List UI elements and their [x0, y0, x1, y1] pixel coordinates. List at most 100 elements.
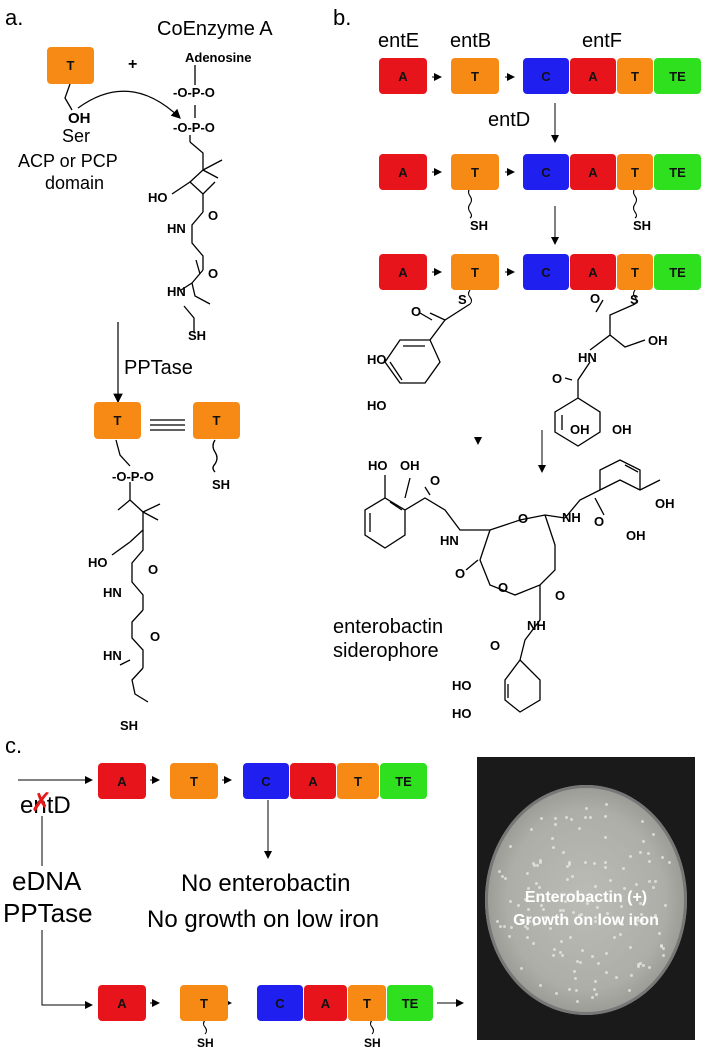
c-row2-t2: T [348, 985, 386, 1021]
b-sh2: SH [633, 218, 651, 233]
colony-speck [634, 923, 638, 927]
c-row2-a2: A [304, 985, 347, 1021]
colony-speck [554, 823, 558, 827]
colony-speck [572, 910, 576, 914]
carrier-domain-t: T [47, 47, 94, 84]
b-row1-ente-a: A [379, 58, 427, 94]
colony-speck [507, 934, 511, 938]
c-row1-t2: T [337, 763, 379, 799]
ent-o2: O [518, 511, 528, 526]
b-row2-entf-c: C [523, 154, 569, 190]
colony-speck [535, 881, 539, 885]
colony-speck [648, 880, 652, 884]
b-o2: O [590, 291, 600, 306]
panel-c-wavy-links [202, 1019, 375, 1035]
colony-speck [597, 962, 601, 966]
colony-speck [583, 861, 587, 865]
colony-speck [651, 885, 655, 889]
colony-speck [647, 859, 651, 863]
colony-speck [527, 919, 531, 923]
colony-speck [535, 863, 539, 867]
acp-pcp-label-line1: ACP or PCP [18, 151, 118, 171]
hydroxyl-label: OH [68, 110, 91, 127]
colony-speck [603, 836, 607, 840]
c-row2-a: A [98, 985, 146, 1021]
b-row3-entf-a: A [570, 254, 616, 290]
ent-oh2: OH [655, 496, 675, 511]
b-row2-entf-a: A [570, 154, 616, 190]
b-row2-entb-t: T [451, 154, 499, 190]
colony-speck [543, 915, 547, 919]
colony-speck [595, 992, 599, 996]
colony-speck [630, 973, 634, 977]
enterobactin-structure [364, 459, 661, 713]
colony-speck [531, 861, 535, 865]
colony-speck [583, 816, 587, 820]
ent-hn1: HN [440, 533, 459, 548]
colony-speck [628, 946, 632, 950]
colony-speck [653, 879, 657, 883]
colony-speck [575, 999, 579, 1003]
coa-o1: -O-P-O [173, 85, 215, 100]
colony-speck [571, 875, 575, 879]
b-oh1: OH [648, 333, 668, 348]
colony-speck [524, 898, 528, 902]
arm-o2: O [150, 629, 160, 644]
colony-speck [604, 951, 608, 955]
colony-speck [549, 926, 553, 930]
colony-speck [567, 862, 571, 866]
colony-speck [503, 925, 507, 929]
colony-speck [593, 861, 597, 865]
colony-speck [616, 920, 620, 924]
arm-hn2: HN [103, 648, 122, 663]
b-row3-entf-t: T [617, 254, 653, 290]
colony-speck [636, 963, 640, 967]
ent-oh1: OH [400, 458, 420, 473]
colony-speck [560, 940, 564, 944]
colony-speck [560, 954, 564, 958]
colony-speck [604, 814, 608, 818]
entd-knockout-prefix: e [20, 792, 34, 819]
c-row1-a2: A [290, 763, 336, 799]
colony-speck [526, 887, 530, 891]
colony-speck [558, 950, 562, 954]
attack-arrow [77, 90, 181, 119]
b-row1-entf-a: A [570, 58, 616, 94]
colony-speck [559, 908, 563, 912]
ent-o4: O [455, 566, 465, 581]
b-oh2: OH [570, 422, 590, 437]
dhb-ser-right [554, 299, 646, 447]
colony-speck [568, 860, 572, 864]
edna-label-line1: eDNA [12, 866, 82, 896]
colony-speck [539, 859, 543, 863]
panel-b-wavy-links [467, 187, 638, 305]
c-row2-t: T [180, 985, 228, 1021]
colony-speck [618, 932, 622, 936]
arm-sh: SH [120, 718, 138, 733]
colony-speck [569, 936, 573, 940]
b-row1-entf-c: C [523, 58, 569, 94]
holo-domain-t-left: T [94, 402, 141, 439]
no-enterobactin-text: No enterobactin [181, 870, 351, 897]
colony-speck [517, 903, 521, 907]
colony-speck [560, 918, 564, 922]
colony-speck [640, 913, 644, 917]
c-row2-sh2: SH [364, 1036, 381, 1050]
panel-a-label: a. [5, 5, 24, 30]
colony-speck [654, 913, 658, 917]
colony-speck [605, 912, 609, 916]
colony-speck [540, 899, 544, 903]
colony-speck [498, 925, 502, 929]
b-ho2: HO [367, 398, 387, 413]
panel-c-label: c. [5, 733, 23, 758]
colony-speck [638, 850, 642, 854]
phosphopantetheine-arm [111, 419, 218, 703]
ent-ho2: HO [452, 678, 472, 693]
b-hn1: HN [578, 350, 597, 365]
ent-ho1: HO [368, 458, 388, 473]
colony-speck [620, 905, 624, 909]
b-s2: S [630, 292, 639, 307]
b-o3: O [552, 371, 562, 386]
b-row3-entf-c: C [523, 254, 569, 290]
enterobactin-label-line1: enterobactin [333, 616, 444, 638]
